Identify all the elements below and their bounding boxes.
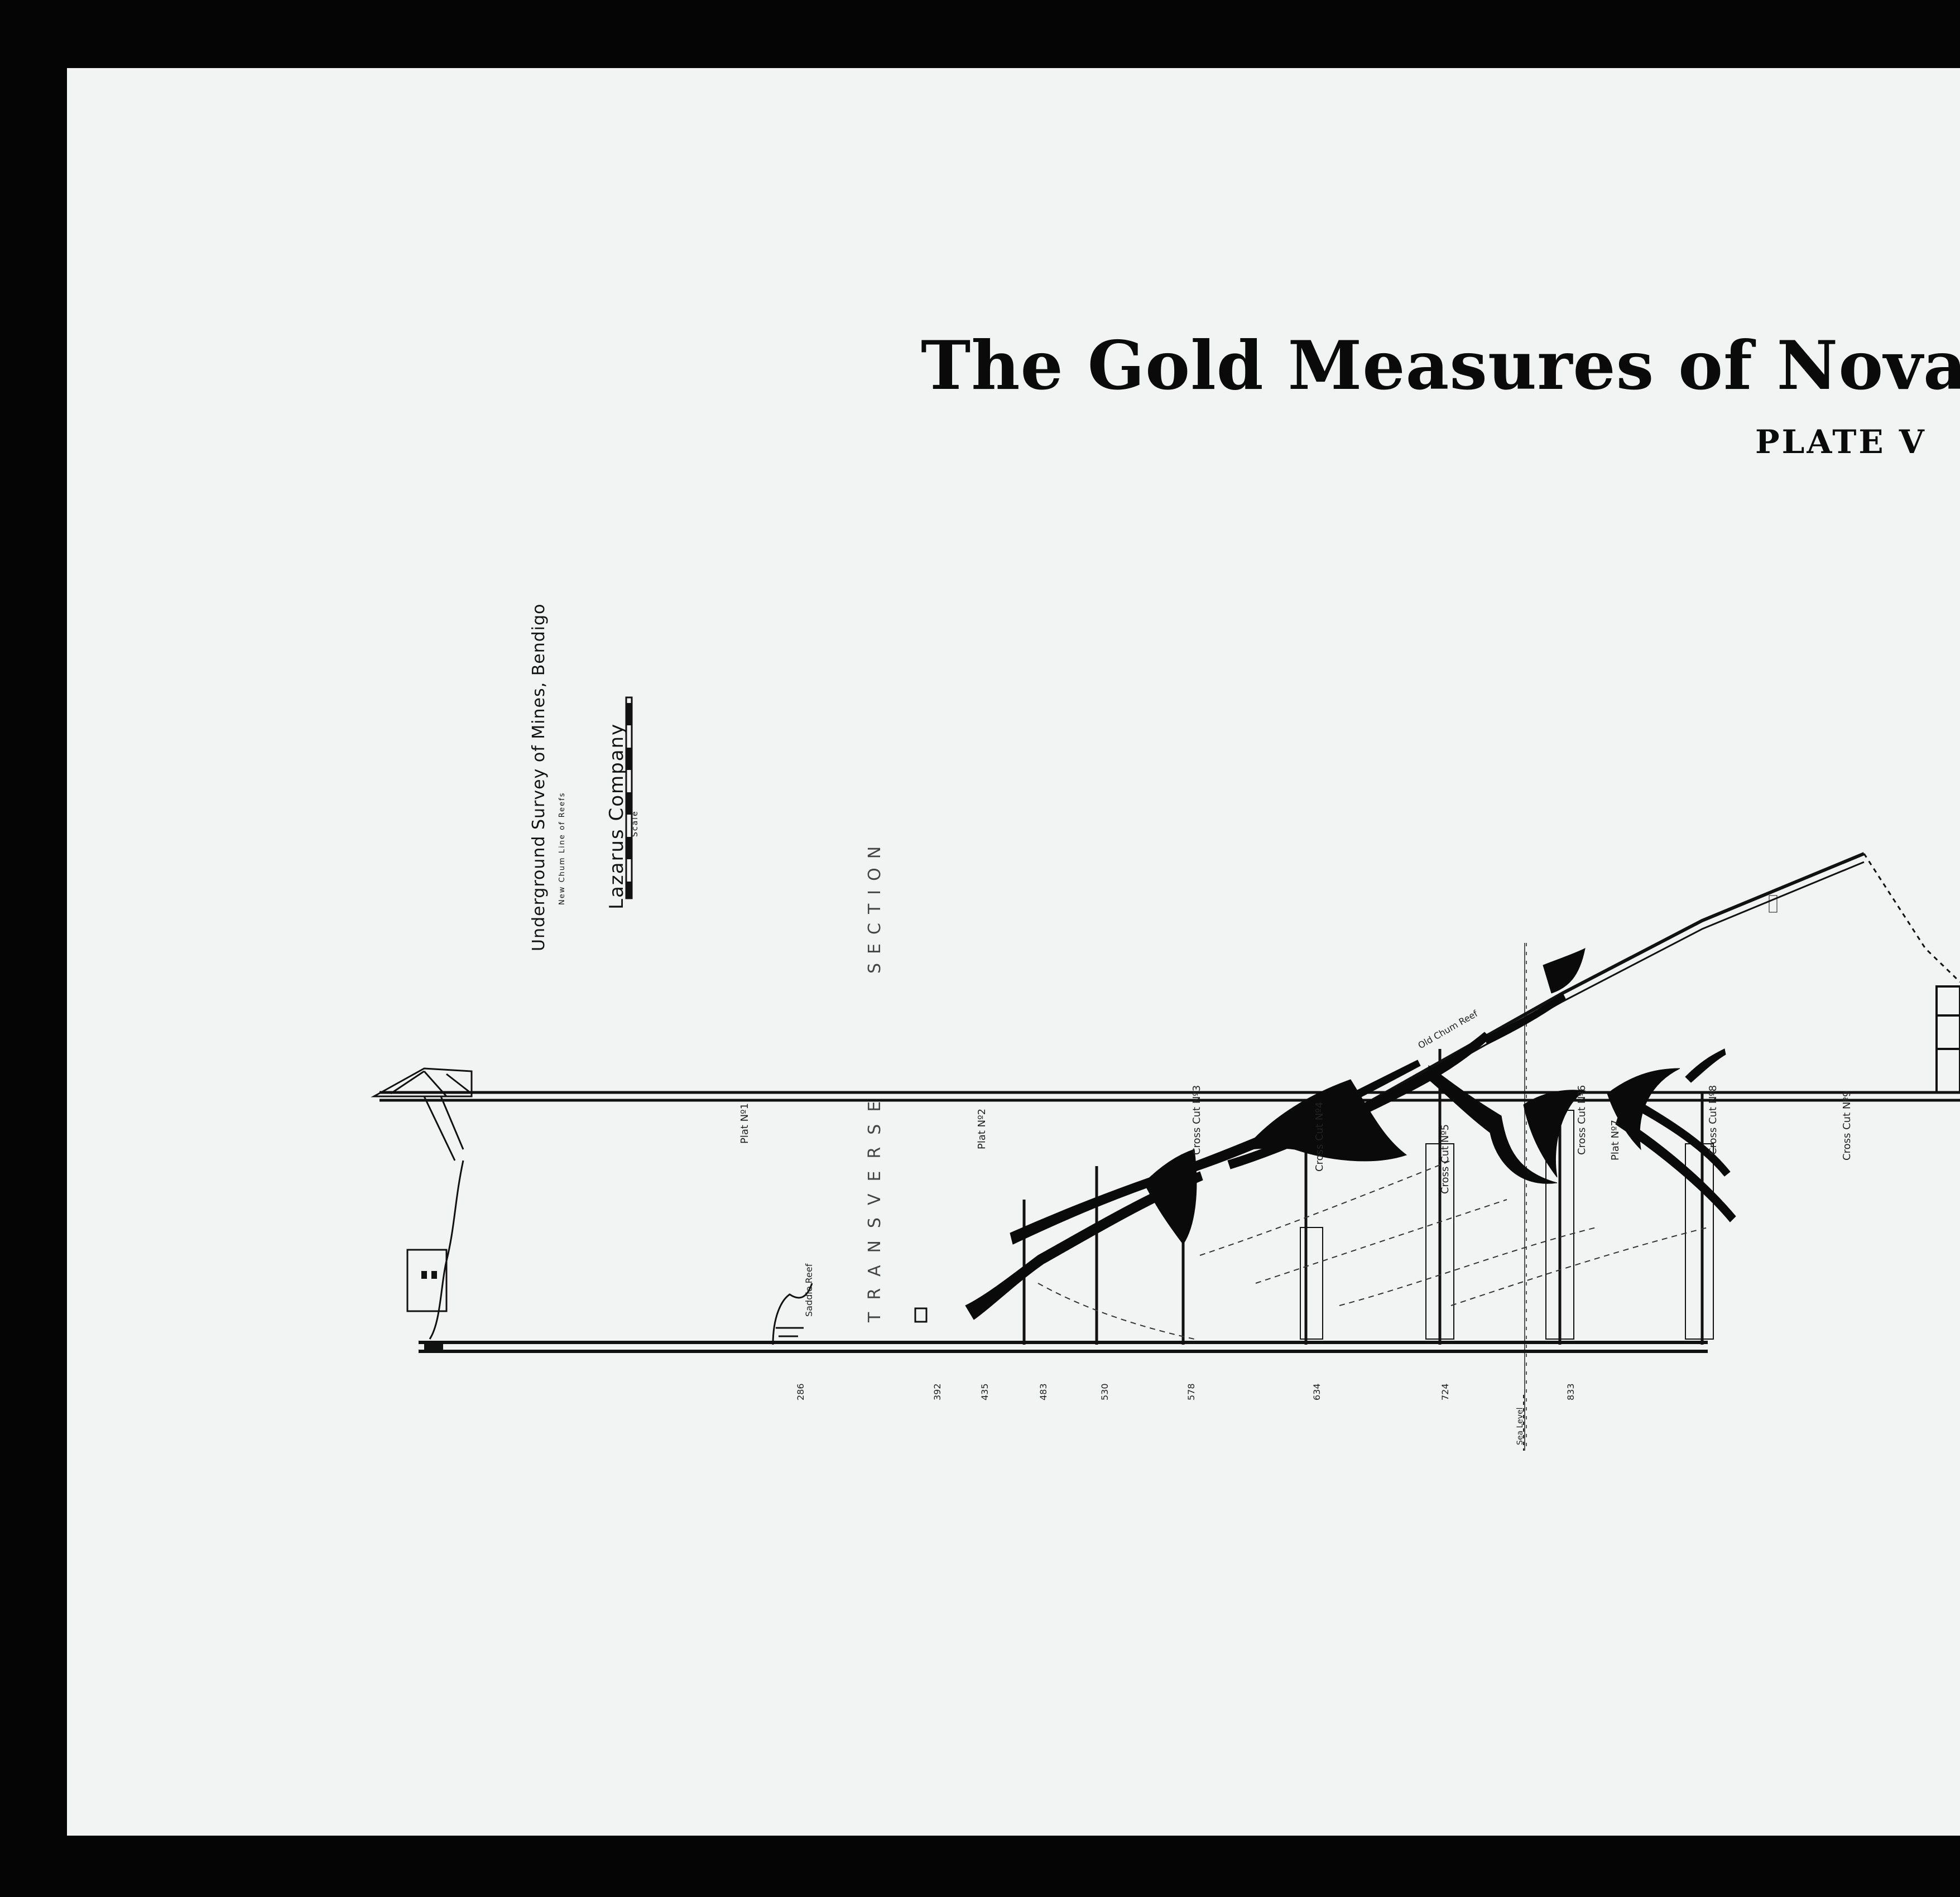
level-label: Cross Cut Nº4: [1314, 1102, 1325, 1172]
level-label: Cross Cut Nº6: [1576, 1085, 1588, 1155]
depth-label: 286: [795, 1383, 806, 1400]
level-label: Plat Nº1: [739, 1103, 751, 1144]
depth-label: 634: [1312, 1383, 1322, 1400]
reef-label: Saddle Reef: [804, 1263, 814, 1317]
level-label: Plat Nº2: [976, 1109, 988, 1149]
level-label: Cross Cut Nº8: [1707, 1085, 1719, 1155]
level-label: Cross Cut Nº3: [1191, 1085, 1203, 1155]
depth-labels: 286 392 435 483 530 578 634 724 833: [795, 1383, 1576, 1400]
lower-shaft: [419, 1341, 1708, 1353]
page-title: The Gold Measures of Nova S: [921, 326, 1960, 405]
depth-label: 483: [1038, 1383, 1049, 1400]
saddle-reef-small: [772, 1283, 928, 1345]
level-label: Cross Cut Nº5: [1439, 1124, 1451, 1194]
reef-label: Sea Level: [1516, 1408, 1525, 1445]
right-shaft-structure: [1935, 985, 1960, 1094]
level-label: Cross Cut Nº9: [1841, 1091, 1853, 1161]
depth-label: 392: [932, 1383, 943, 1400]
poppet-head: [371, 1067, 473, 1161]
depth-label: 578: [1186, 1383, 1197, 1400]
gold-reefs: [965, 948, 1736, 1320]
plate-number: PLATE V: [1755, 423, 1927, 461]
depth-label: 435: [979, 1383, 990, 1400]
upper-shaft: [379, 1091, 1960, 1102]
scale-bar: [625, 696, 633, 899]
depth-label: 724: [1440, 1383, 1450, 1400]
depth-label: 833: [1565, 1383, 1576, 1400]
level-labels: Plat Nº1 Plat Nº2 Cross Cut Nº3 Cross Cu…: [739, 1085, 1853, 1194]
depth-label: 530: [1099, 1383, 1110, 1400]
level-label: Plat Nº7: [1610, 1120, 1621, 1161]
spur-lines: [1037, 1160, 1708, 1340]
engine-house: [406, 1249, 448, 1312]
